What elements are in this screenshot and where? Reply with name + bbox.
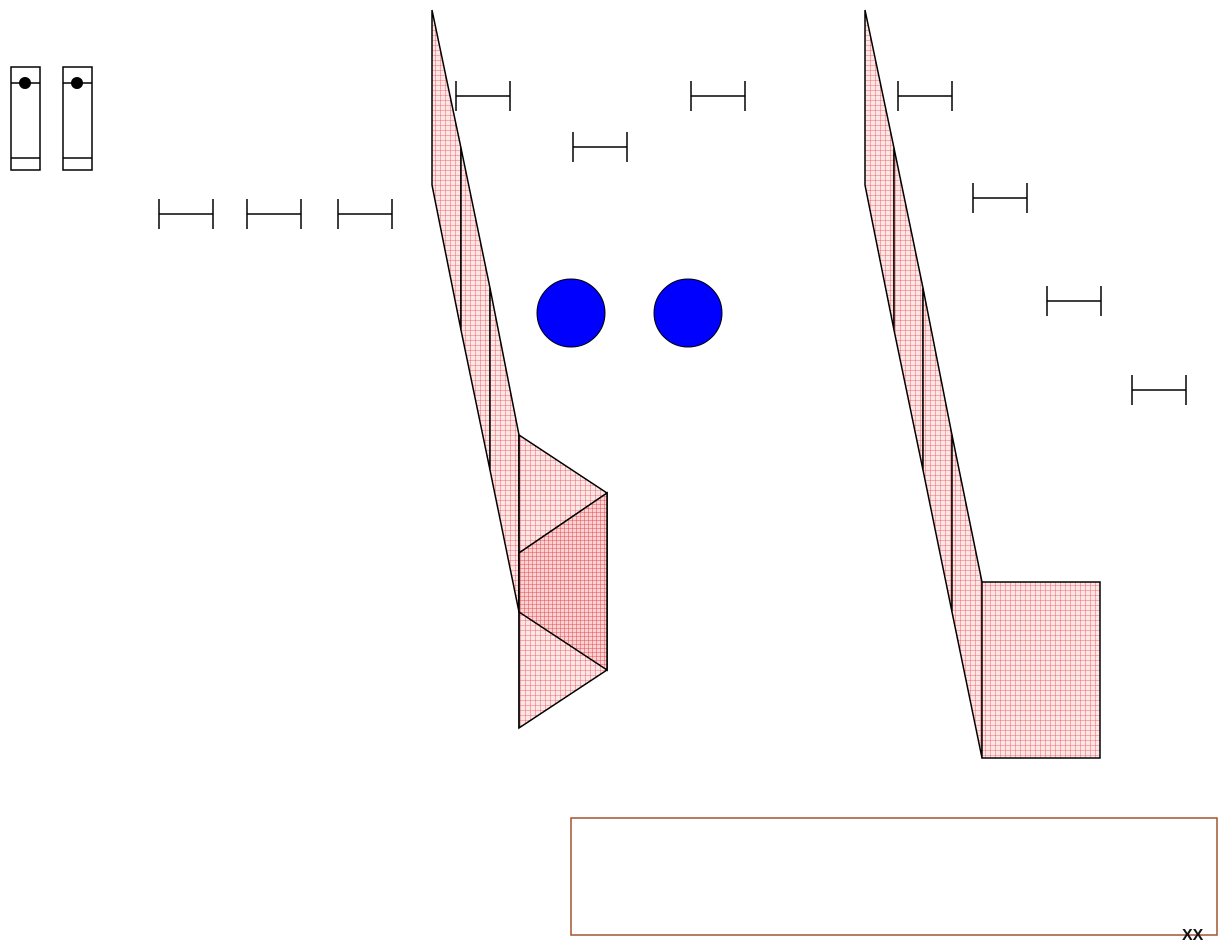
span-dimension-icon (455, 81, 511, 111)
span-dimension-icon (158, 199, 214, 229)
span-dimension-icon (572, 132, 628, 162)
span-dimension-icon (690, 81, 746, 111)
corner-label: XX (1182, 927, 1204, 944)
pin-marker-icon (62, 66, 93, 171)
span-dimension-icon (337, 199, 393, 229)
span-dimension-icon (972, 183, 1028, 213)
blue-circle-right (653, 278, 723, 348)
right-hatched-structure (864, 9, 1101, 759)
span-dimension-icon (246, 199, 302, 229)
span-dimension-icon (1046, 286, 1102, 316)
blue-circle-left (536, 278, 606, 348)
left-hatched-structure (431, 9, 608, 730)
span-dimension-icon (897, 81, 953, 111)
bottom-frame (570, 817, 1218, 936)
span-dimension-icon (1131, 375, 1187, 405)
span-markers (158, 81, 1187, 405)
pin-marker-icon (10, 66, 41, 171)
